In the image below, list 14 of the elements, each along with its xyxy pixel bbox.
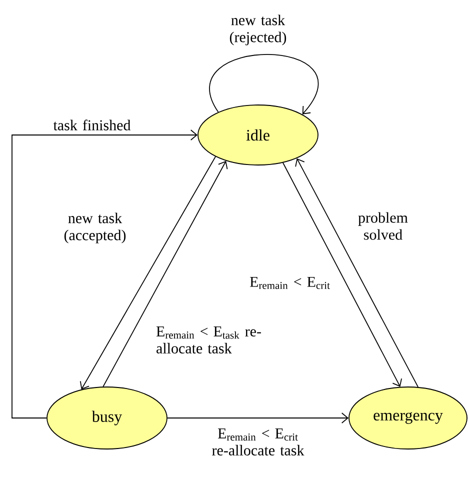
- edge-label: new task (rejected): [230, 14, 286, 46]
- arrow: [282, 162, 402, 387]
- arrow: [80, 156, 216, 390]
- edge-label: new task (accepted): [64, 212, 126, 244]
- edge-label: task finished: [53, 120, 131, 130]
- edge-label: E$_{remain}$ < E$_{crit}$ re-allocate task: [212, 428, 304, 456]
- edge-label: problem solved: [358, 212, 408, 240]
- arrow: [167, 412, 349, 424]
- arrow: [12, 130, 198, 418]
- arrow: [295, 158, 418, 388]
- arrow: [102, 160, 228, 388]
- arrow: [210, 54, 319, 114]
- edge-label: E$_{remain}$ < E$_{crit}$: [250, 276, 330, 290]
- edge-label: E$_{remain}$ < E$_{task}$ re-allocate task: [156, 326, 261, 354]
